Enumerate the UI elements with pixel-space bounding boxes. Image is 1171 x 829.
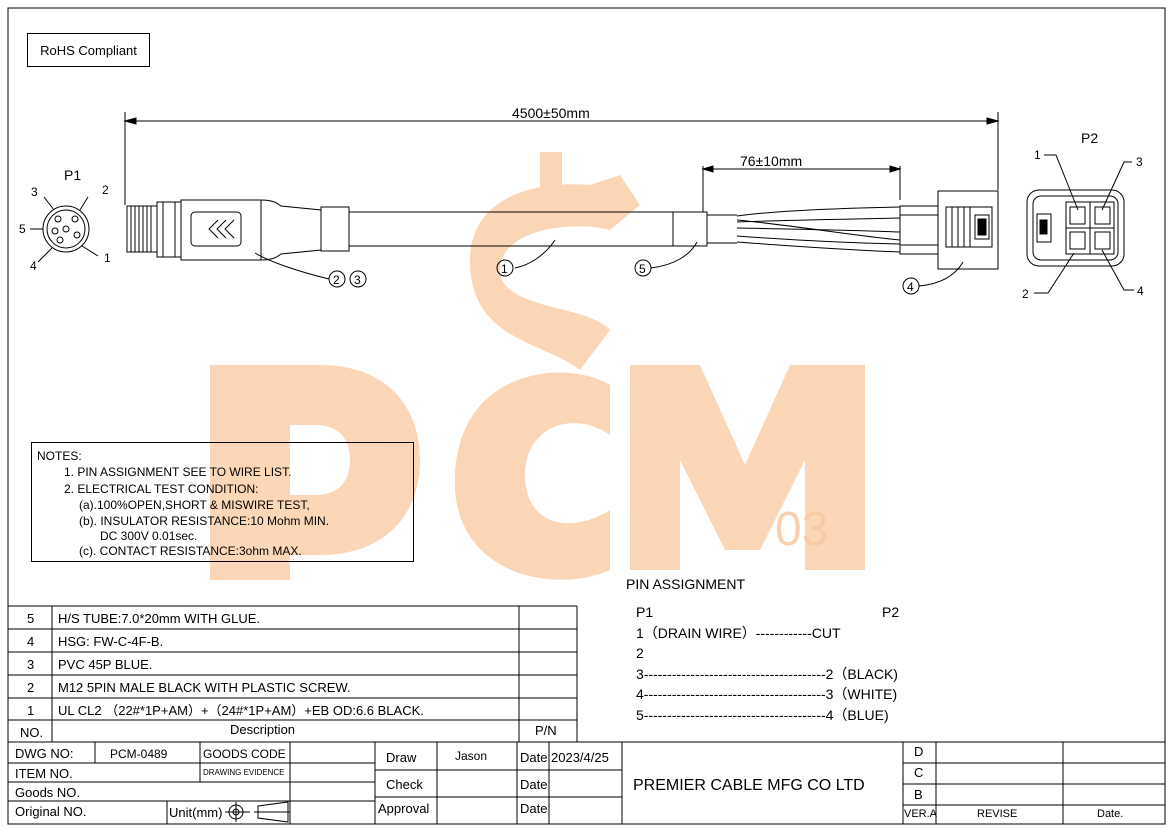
housing-side-view bbox=[899, 190, 999, 270]
company-name: PREMIER CABLE MFG CO LTD bbox=[633, 777, 865, 794]
bom-head-desc: Description bbox=[230, 722, 296, 737]
p1-face-view bbox=[30, 196, 99, 263]
callout-3: 3 bbox=[354, 273, 361, 287]
notes-line: (c). CONTACT RESISTANCE:3ohm MAX. bbox=[79, 544, 302, 558]
p1-pin-3: 3 bbox=[31, 185, 38, 199]
rev-b: B bbox=[914, 787, 923, 802]
pin-row: 1（DRAIN WIRE）------------CUT bbox=[636, 625, 841, 641]
rev-c: C bbox=[914, 765, 924, 780]
bom-no: 2 bbox=[27, 680, 35, 695]
original-no-label: Original NO. bbox=[15, 804, 87, 819]
p1-pin-1: 1 bbox=[104, 251, 111, 265]
dwg-no: PCM-0489 bbox=[110, 747, 168, 761]
callout-1: 1 bbox=[501, 262, 508, 276]
pin-assignment-title: PIN ASSIGNMENT bbox=[626, 576, 746, 592]
bom-head-pn: P/N bbox=[535, 723, 557, 738]
callout-2: 2 bbox=[333, 273, 340, 287]
goods-code-label: GOODS CODE bbox=[203, 747, 286, 761]
p1-pin-2: 2 bbox=[102, 183, 109, 197]
pin-head-p2: P2 bbox=[882, 604, 900, 620]
p2-pin-4: 4 bbox=[1137, 284, 1144, 298]
dwg-no-label: DWG NO: bbox=[15, 746, 74, 761]
bom-no: 4 bbox=[27, 634, 35, 649]
date-header: Date. bbox=[1097, 808, 1124, 820]
watermark-letter-c bbox=[454, 372, 610, 580]
item-no-label: ITEM NO. bbox=[15, 766, 73, 781]
notes-line: (a).100%OPEN,SHORT & MISWIRE TEST, bbox=[79, 498, 310, 512]
drawing-evidence-label: DRAWING EVIDENCE bbox=[203, 768, 285, 777]
pin-head-p1: P1 bbox=[636, 604, 654, 620]
svg-text:P2: P2 bbox=[1081, 130, 1098, 146]
pin-row: 5---------------------------------------… bbox=[636, 707, 889, 723]
bom-desc: PVC 45P BLUE. bbox=[58, 657, 153, 672]
draw-date: 2023/4/25 bbox=[551, 750, 609, 765]
pin-row: 2 bbox=[636, 645, 644, 661]
pin-row: 3---------------------------------------… bbox=[636, 666, 898, 682]
date-label: Date bbox=[520, 750, 548, 765]
watermark bbox=[210, 152, 865, 580]
p1-pin-5: 5 bbox=[19, 222, 26, 236]
notes-line: (b). INSULATOR RESISTANCE:10 Mohm MIN. bbox=[79, 514, 330, 528]
ver-a: VER.A bbox=[904, 808, 938, 820]
check-label: Check bbox=[386, 777, 423, 792]
callout-5: 5 bbox=[639, 262, 646, 276]
heat-shrink-tube bbox=[672, 211, 708, 247]
unit-label: Unit(mm) bbox=[169, 805, 223, 820]
bom-desc: HSG: FW-C-4F-B. bbox=[58, 634, 164, 649]
date-label: Date bbox=[520, 801, 548, 816]
pin-row: 4---------------------------------------… bbox=[636, 686, 898, 702]
bom-desc: H/S TUBE:7.0*20mm WITH GLUE. bbox=[58, 611, 261, 626]
watermark-sub: 03 bbox=[775, 503, 828, 556]
rohs-label: RoHS Compliant bbox=[27, 33, 150, 67]
goods-no-label: Goods NO. bbox=[15, 785, 81, 800]
m12-connector bbox=[126, 199, 350, 261]
strip-dimension: 76±10mm bbox=[740, 153, 802, 169]
notes-title: NOTES: bbox=[37, 449, 82, 463]
p2-face-view bbox=[1026, 154, 1134, 294]
notes-line: 1. PIN ASSIGNMENT SEE TO WIRE LIST. bbox=[64, 465, 292, 479]
notes-box: NOTES: 1. PIN ASSIGNMENT SEE TO WIRE LIS… bbox=[31, 442, 414, 562]
draw-name: Jason bbox=[455, 749, 488, 763]
approval-label: Approval bbox=[378, 801, 430, 816]
bom-no: 3 bbox=[27, 657, 35, 672]
draw-label: Draw bbox=[386, 750, 417, 765]
bom-no: 1 bbox=[27, 703, 35, 718]
bom-desc: M12 5PIN MALE BLACK WITH PLASTIC SCREW. bbox=[58, 680, 351, 695]
callout-4: 4 bbox=[907, 280, 914, 294]
bom-head-no: NO. bbox=[20, 725, 44, 740]
watermark-letter-p bbox=[210, 365, 420, 580]
p1-pin-4: 4 bbox=[30, 259, 37, 273]
rev-d: D bbox=[914, 744, 924, 759]
date-label: Date bbox=[520, 777, 548, 792]
bom-desc: UL CL2 （22#*1P+AM）+（24#*1P+AM）+EB OD:6.6… bbox=[58, 703, 424, 718]
p2-pin-1: 1 bbox=[1034, 148, 1041, 162]
p2-pin-2: 2 bbox=[1022, 287, 1029, 301]
svg-text:P1: P1 bbox=[64, 167, 81, 183]
notes-line: DC 300V 0.01sec. bbox=[100, 529, 198, 543]
bom-no: 5 bbox=[27, 611, 35, 626]
notes-line: 2. ELECTRICAL TEST CONDITION: bbox=[64, 482, 259, 496]
watermark-letter-m bbox=[630, 365, 865, 570]
length-dimension: 4500±50mm bbox=[512, 105, 590, 121]
revise-header: REVISE bbox=[977, 808, 1018, 820]
p2-pin-3: 3 bbox=[1136, 155, 1143, 169]
